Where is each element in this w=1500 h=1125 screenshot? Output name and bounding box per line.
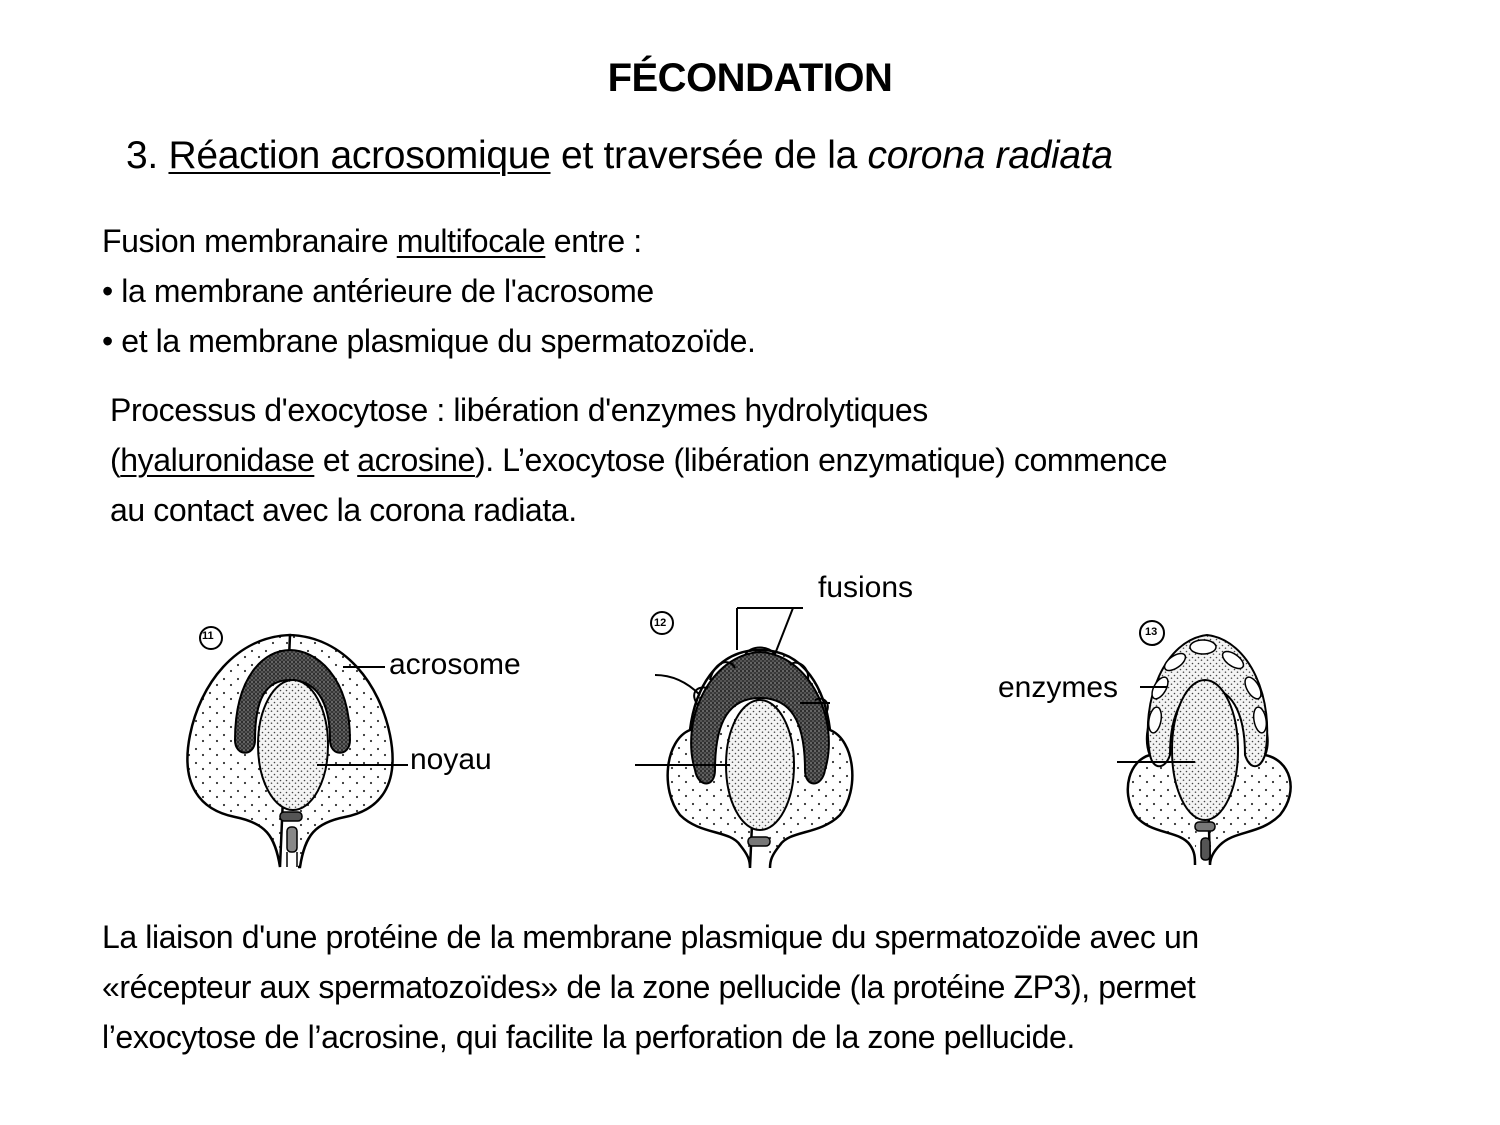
label-fusions: fusions xyxy=(818,571,914,604)
conclusion-paragraph: La liaison d'une protéine de la membrane… xyxy=(102,912,1199,1062)
label-acrosome: acrosome xyxy=(389,648,521,681)
fusion-intro-text: Fusion membranaire xyxy=(102,223,397,259)
figure-number-13: 13 xyxy=(1145,626,1158,638)
conclusion-line: «récepteur aux spermatozoïdes» de la zon… xyxy=(102,969,1196,1005)
conclusion-line: La liaison d'une protéine de la membrane… xyxy=(102,919,1199,955)
exocytose-line: (hyaluronidase et acrosine). L’exocytose… xyxy=(110,435,1168,485)
exocytose-paragraph: Processus d'exocytose : libération d'enz… xyxy=(110,385,1168,535)
bullet-item: • et la membrane plasmique du spermatozo… xyxy=(102,323,756,359)
fusion-intro: Fusion membranaire multifocale entre : xyxy=(102,216,756,266)
label-noyau: noyau xyxy=(410,743,492,776)
bullet-item: • la membrane antérieure de l'acrosome xyxy=(102,273,654,309)
section-number: 3. xyxy=(126,134,169,177)
sperm-head-diagram-11 xyxy=(186,626,408,869)
figure-number-11: 11 xyxy=(202,630,214,642)
section-heading-middle: et traversée de la xyxy=(550,134,868,177)
exocytose-line-rest: ). L’exocytose (libération enzymatique) … xyxy=(474,442,1168,478)
conjunction: et xyxy=(314,442,358,478)
fusion-intro-underlined: multifocale xyxy=(396,223,546,259)
conclusion-line: l’exocytose de l’acrosine, qui facilite … xyxy=(102,1019,1075,1055)
section-heading: 3. Réaction acrosomique et traversée de … xyxy=(126,134,1113,178)
label-enzymes: enzymes xyxy=(998,671,1119,704)
figure-number-12: 12 xyxy=(654,617,667,629)
fusion-intro-after: entre : xyxy=(545,223,642,259)
sperm-head-diagram-13 xyxy=(1117,620,1292,866)
exocytose-line: au contact avec la corona radiata. xyxy=(110,492,577,528)
acrosine-term: acrosine xyxy=(357,442,475,478)
section-heading-italic: corona radiata xyxy=(867,134,1113,177)
sperm-head-diagram-12 xyxy=(635,607,854,869)
page-title: FÉCONDATION xyxy=(607,56,893,100)
exocytose-line: Processus d'exocytose : libération d'enz… xyxy=(110,392,928,428)
hyaluronidase-term: hyaluronidase xyxy=(120,442,315,478)
section-heading-underlined: Réaction acrosomique xyxy=(168,134,551,177)
paren: ( xyxy=(110,442,121,478)
fusion-paragraph: Fusion membranaire multifocale entre : •… xyxy=(102,216,756,366)
